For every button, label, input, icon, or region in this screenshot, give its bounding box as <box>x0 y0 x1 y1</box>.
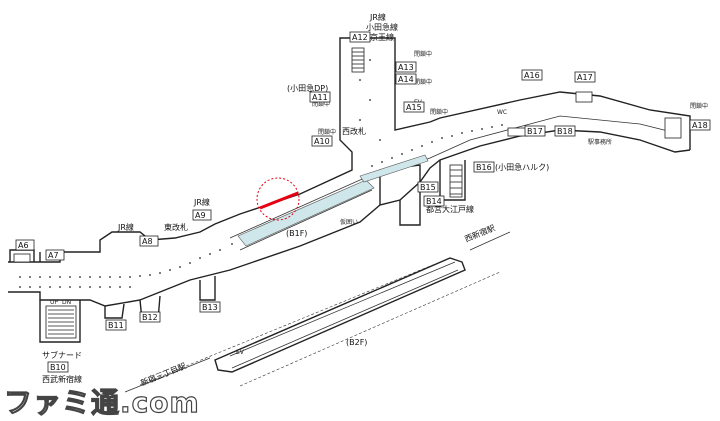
exit-a10: A10 <box>311 135 333 147</box>
exit-b18: B18 <box>554 125 576 137</box>
svg-text:A11: A11 <box>312 93 328 102</box>
exit-b11: B11 <box>105 319 127 331</box>
temporary-hoarding-area-2 <box>359 154 429 183</box>
label-toei-oedo-line: 都営大江戸線 <box>426 204 474 214</box>
walkway-dots <box>19 59 503 288</box>
svg-text:A8: A8 <box>142 237 153 246</box>
exit-a17: A17 <box>574 71 596 83</box>
exit-a6: A6 <box>15 239 35 251</box>
exit-a8: A8 <box>139 235 159 247</box>
exit-b14: B14 <box>423 195 445 207</box>
exit-b15: B15 <box>417 181 439 193</box>
exit-a18: A18 <box>689 119 711 131</box>
exit-b10: B10 <box>47 361 69 373</box>
svg-text:B11: B11 <box>108 321 124 330</box>
svg-text:A16: A16 <box>524 71 540 80</box>
label-up: UP <box>50 299 58 306</box>
exit-a7: A7 <box>45 249 65 261</box>
svg-text:B16: B16 <box>476 163 492 172</box>
svg-text:A6: A6 <box>18 241 29 250</box>
label-dn: DN <box>62 299 71 306</box>
b2f-platform <box>124 231 511 393</box>
label-closed-a11: 閉鎖中 <box>312 100 330 108</box>
label-station-office: 駅事務所 <box>588 138 612 146</box>
label-closed-a10: 閉鎖中 <box>318 128 336 136</box>
watermark-logo: ファミ通.com <box>3 385 200 419</box>
svg-text:B17: B17 <box>527 127 543 136</box>
svg-text:B18: B18 <box>557 127 573 136</box>
svg-text:A10: A10 <box>314 137 330 146</box>
exit-a9: A9 <box>192 209 212 221</box>
exit-b16: B16 <box>473 161 495 173</box>
label-west-gate: 西改札 <box>342 126 366 136</box>
label-subnade: サブナード <box>42 350 82 360</box>
label-closed-a18: 閉鎖中 <box>690 102 708 110</box>
label-seibu-shinjuku-line: 西武新宿線 <box>42 374 82 384</box>
label-odakyu-dp: (小田急DP) <box>287 83 328 93</box>
svg-text:A15: A15 <box>406 103 422 112</box>
highlight-circle <box>256 177 300 221</box>
label-b2f: (B2F) <box>346 338 367 347</box>
svg-text:A7: A7 <box>48 251 59 260</box>
label-closed-a15: 閉鎖中 <box>430 108 448 116</box>
svg-text:A18: A18 <box>692 121 708 130</box>
exit-a11: A11 <box>309 91 331 103</box>
svg-text:A12: A12 <box>352 33 368 42</box>
label-odakyu-line: 小田急線 <box>366 22 398 32</box>
svg-text:B15: B15 <box>420 183 436 192</box>
label-jr-line-left: JR線 <box>117 222 134 232</box>
label-jr-line-mid: JR線 <box>193 197 210 207</box>
svg-text:A13: A13 <box>398 63 414 72</box>
temporary-hoarding-area <box>237 179 375 247</box>
exit-labels: A12 A13 A14 A11 A15 A10 A16 A17 A18 B17 … <box>15 31 711 373</box>
highlight-segment <box>259 191 299 210</box>
svg-text:A9: A9 <box>195 211 206 220</box>
label-odakyu-halc: (小田急ハルク) <box>495 162 549 172</box>
svg-text:B10: B10 <box>50 363 66 372</box>
label-wc: WC <box>497 109 507 116</box>
label-ev-b2f: EV <box>236 349 245 356</box>
label-closed-a14: 閉鎖中 <box>414 78 432 86</box>
exit-a12: A12 <box>349 31 371 43</box>
label-east-gate: 東改札 <box>164 222 188 232</box>
exit-a15: A15 <box>403 101 425 113</box>
exit-a14: A14 <box>395 73 417 85</box>
svg-text:B14: B14 <box>426 197 442 206</box>
exit-b12: B12 <box>139 311 161 323</box>
svg-text:A17: A17 <box>577 73 593 82</box>
svg-text:B13: B13 <box>202 303 218 312</box>
label-jr-line-top: JR線 <box>369 12 386 22</box>
exit-b13: B13 <box>199 301 221 313</box>
label-hoarding: 仮囲い <box>340 218 358 226</box>
label-b1f: (B1F) <box>286 229 307 238</box>
label-closed-a13: 閉鎖中 <box>414 50 432 58</box>
exit-b17: B17 <box>524 125 546 137</box>
map-labels: JR線 小田急線 京王線 (小田急DP) 西改札 JR線 JR線 東改札 (B1… <box>42 12 708 388</box>
svg-text:A14: A14 <box>398 75 414 84</box>
label-keio-line: 京王線 <box>370 32 394 42</box>
exit-a16: A16 <box>521 69 543 81</box>
svg-text:B12: B12 <box>142 313 158 322</box>
exit-a13: A13 <box>395 61 417 73</box>
stairs-icon <box>13 47 682 339</box>
